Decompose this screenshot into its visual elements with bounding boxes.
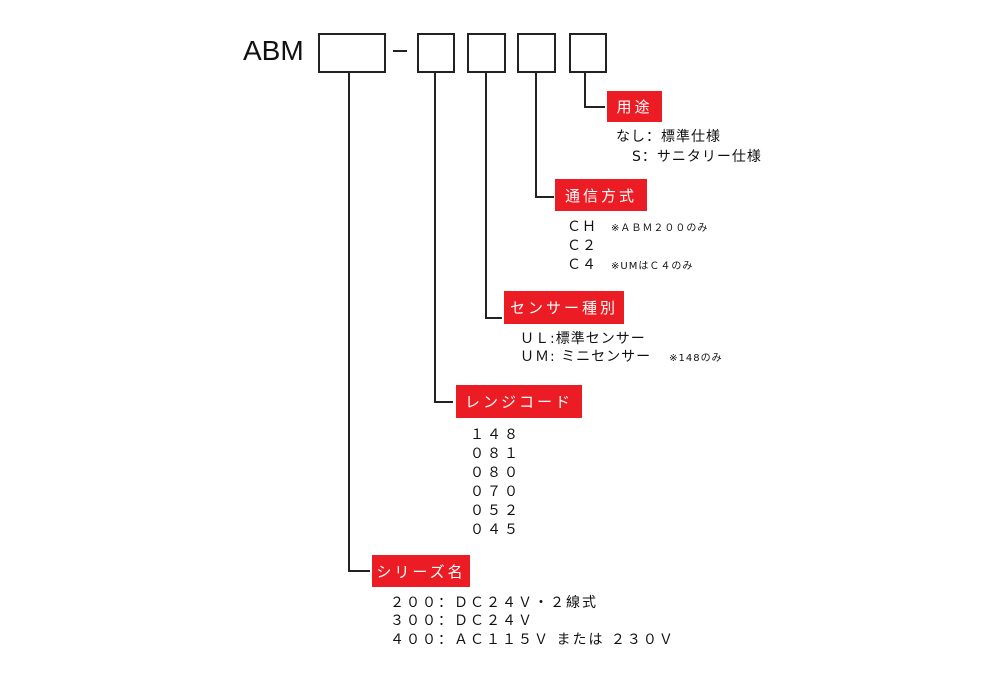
comm-box	[517, 33, 556, 73]
range-option: ０４５	[470, 522, 521, 538]
usage-option: なし：標準仕様	[616, 129, 721, 145]
range-option: ０８１	[470, 446, 521, 462]
sensor-option: ＵＭ: ミニセンサー※148のみ	[520, 349, 723, 365]
series-option: ３００：ＤＣ２４Ｖ	[390, 613, 534, 629]
connector-usage	[584, 71, 605, 108]
range-option: ０８０	[470, 465, 521, 481]
sensor-label: センサー種別	[504, 291, 624, 324]
comm-option: ＣＨ※ＡＢＭ２００のみ	[567, 219, 709, 235]
comm-label: 通信方式	[555, 179, 647, 211]
range-option: ０７０	[470, 484, 521, 500]
model-prefix: ABM	[243, 35, 304, 66]
usage-label: 用途	[607, 91, 662, 122]
comm-option: Ｃ４※UMはＣ４のみ	[567, 257, 694, 273]
sensor-box	[467, 33, 506, 73]
range-option: ０５２	[470, 503, 521, 519]
connector-series	[348, 71, 370, 572]
connector-range	[434, 71, 453, 403]
connector-comm	[535, 71, 554, 198]
comm-option: Ｃ２	[567, 238, 597, 254]
usage-box	[569, 33, 607, 73]
series-option: ２００：ＤＣ２４Ｖ・２線式	[390, 595, 598, 611]
range-option: １４８	[470, 427, 521, 443]
series-box	[318, 33, 386, 73]
connector-sensor	[485, 71, 502, 319]
sensor-option: ＵＬ:標準センサー	[520, 331, 646, 347]
usage-option: S：サニタリー仕様	[632, 149, 762, 165]
series-label: シリーズ名	[372, 555, 470, 587]
series-option: ４００：ＡＣ１１５Ｖ または ２３０Ｖ	[390, 632, 675, 648]
range-box	[417, 33, 455, 73]
range-label: レンジコード	[456, 385, 582, 418]
